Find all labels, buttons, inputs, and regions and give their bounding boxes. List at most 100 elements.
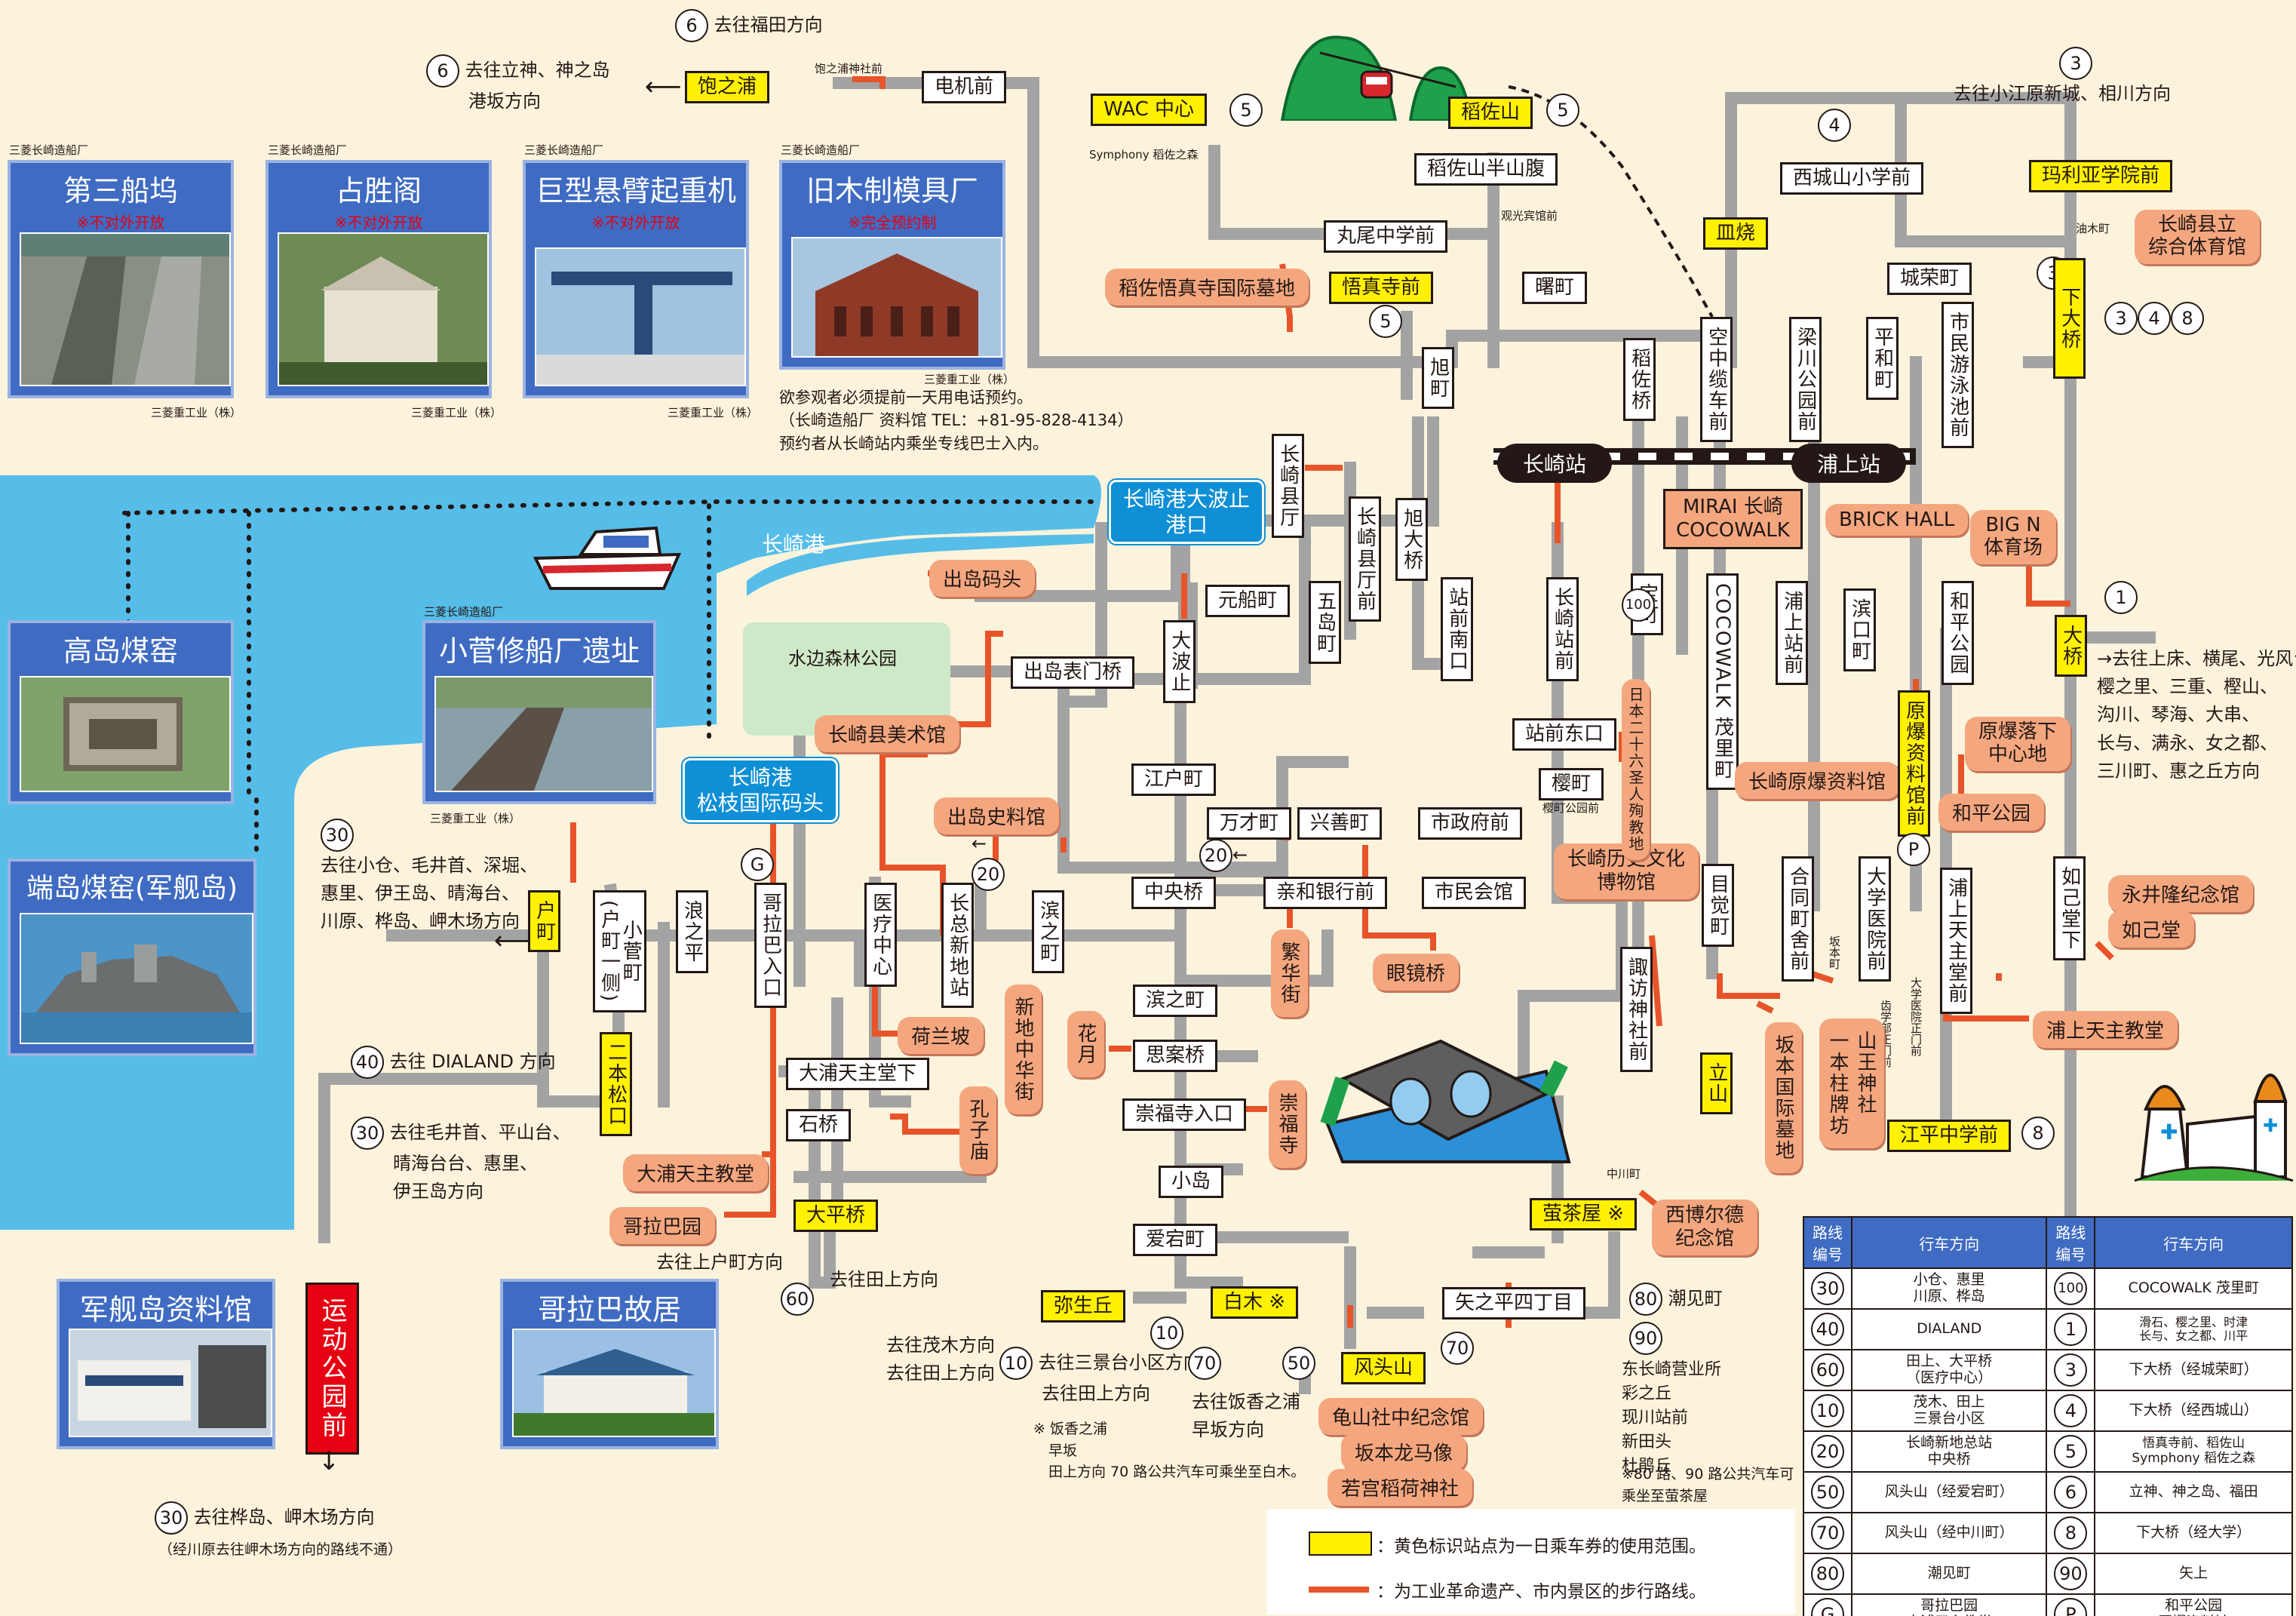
card-senshokaku[interactable]: 占胜阁 ※不对外开放 xyxy=(266,160,492,398)
spot-siebold[interactable]: 西博尔德 纪念馆 xyxy=(1652,1200,1758,1256)
spot-sofukuji[interactable]: 崇福寺 xyxy=(1269,1080,1306,1168)
stop-shiraki[interactable]: 白木 ※ xyxy=(1211,1286,1299,1319)
stop-cocowalk[interactable]: COCOWALK 茂里町 xyxy=(1706,573,1739,791)
stop-a-bomb-museum[interactable]: 原爆资料馆前 xyxy=(1898,690,1930,837)
stop-inasa-bridge[interactable]: 稻佐桥 xyxy=(1623,338,1656,421)
nagasaki-station[interactable]: 长崎站 xyxy=(1497,444,1613,483)
stop-shiyakusho[interactable]: 市政府前 xyxy=(1418,807,1523,840)
spot-brick-hall[interactable]: BRICK HALL xyxy=(1825,504,1969,536)
spot-history-museum[interactable]: 长崎历史文化 博物馆 xyxy=(1554,843,1699,900)
card-hashima[interactable]: 端岛煤窑(军舰岛) xyxy=(8,859,256,1056)
ohato-terminal[interactable]: 长崎港大波止 港口 xyxy=(1109,480,1265,545)
spot-sanno-shrine[interactable]: 山王神社 一本柱牌坊 xyxy=(1819,1018,1884,1148)
spot-hankagai[interactable]: 繁华街 xyxy=(1271,929,1308,1017)
spot-big-n[interactable]: BIG N 体育场 xyxy=(1970,510,2057,564)
stop-sakura[interactable]: 樱町 xyxy=(1539,768,1604,800)
stop-kankoumae[interactable]: 观光宾馆前 xyxy=(1501,209,1558,223)
stop-yanokami[interactable]: 矢之平四丁目 xyxy=(1442,1287,1586,1320)
stop-koenji[interactable]: 江平中学前 xyxy=(1887,1120,2012,1152)
card-gunkanjima-museum[interactable]: 军舰岛资料馆 xyxy=(57,1279,275,1449)
spot-ryoma[interactable]: 坂本龙马像 xyxy=(1341,1433,1467,1470)
spot-oranda-zaka[interactable]: 荷兰坡 xyxy=(898,1017,984,1054)
stop-mezame[interactable]: 目觉町 xyxy=(1702,864,1734,947)
stop-sakura-park[interactable]: 樱町公园前 xyxy=(1542,801,1600,815)
stop-akebono[interactable]: 曙町 xyxy=(1522,272,1588,304)
stop-inasa-hanzan[interactable]: 稻佐山半山腹 xyxy=(1414,153,1558,186)
stop-hamanomachi-2[interactable]: 滨之町 xyxy=(1032,890,1064,973)
stop-kencho[interactable]: 长崎县厅 xyxy=(1272,434,1304,538)
stop-jouei[interactable]: 城荣町 xyxy=(1887,263,1972,295)
stop-akunoura-shrine[interactable]: 饱之浦神社前 xyxy=(815,62,883,75)
spot-wakamiya[interactable]: 若宫稻荷神社 xyxy=(1328,1469,1473,1506)
stop-hamaguchi[interactable]: 滨口町 xyxy=(1843,588,1876,671)
stop-sakamotomachi[interactable]: 坂本町 xyxy=(1828,935,1841,969)
stop-yayoi[interactable]: 弥生丘 xyxy=(1041,1290,1126,1323)
spot-peace-park[interactable]: 和平公园 xyxy=(1938,794,2045,831)
spot-dejima-museum[interactable]: 出岛史料馆 xyxy=(934,797,1060,834)
stop-kazagashira[interactable]: 风头山 xyxy=(1341,1352,1426,1384)
stop-nyokodo[interactable]: 如己堂下 xyxy=(2053,856,2086,960)
stop-shimo-ohashi[interactable]: 下大桥 xyxy=(2053,258,2086,379)
stop-maruo[interactable]: 丸尾中学前 xyxy=(1324,220,1448,253)
stop-symphony[interactable]: Symphony 稻佐之森 xyxy=(1089,148,1199,161)
stop-ekimae-higashi[interactable]: 站前东口 xyxy=(1512,718,1617,751)
stop-motofuna[interactable]: 元船町 xyxy=(1205,585,1291,617)
stop-inasayama[interactable]: 稻佐山 xyxy=(1448,97,1533,129)
card-crane[interactable]: 巨型悬臂起重机 ※不对外开放 xyxy=(523,160,749,398)
card-third-dock[interactable]: 第三船坞 ※不对外开放 xyxy=(8,160,234,398)
stop-iryo[interactable]: 医疗中心 xyxy=(864,883,897,987)
spot-sakamoto-grave[interactable]: 坂本国际墓地 xyxy=(1765,1022,1802,1173)
stop-kouzen[interactable]: 兴善町 xyxy=(1297,807,1383,840)
stop-ropeway[interactable]: 空中缆车前 xyxy=(1700,317,1733,442)
spot-chinatown[interactable]: 新地中华街 xyxy=(1005,985,1042,1114)
stop-urakami-church[interactable]: 浦上天主堂前 xyxy=(1940,868,1972,1014)
stop-sofukuji-entr[interactable]: 崇福寺入口 xyxy=(1122,1098,1247,1131)
stop-ishibashi[interactable]: 石桥 xyxy=(786,1109,852,1141)
stop-hospital-gate[interactable]: 大学医院正门前 xyxy=(1909,977,1923,1056)
stop-hotarujaya[interactable]: 萤茶屋 ※ xyxy=(1530,1198,1638,1230)
stop-shinwa[interactable]: 亲和银行前 xyxy=(1263,877,1388,909)
stop-chuobashi[interactable]: 中央桥 xyxy=(1131,877,1217,909)
stop-oura-church[interactable]: 大浦天主堂下 xyxy=(786,1058,930,1090)
stop-nishishiro[interactable]: 西城山小学前 xyxy=(1780,162,1924,195)
stop-urakami-ekimae[interactable]: 浦上站前 xyxy=(1776,581,1808,685)
stop-nakagawa[interactable]: 中川町 xyxy=(1607,1167,1641,1181)
stop-ohato[interactable]: 大波止 xyxy=(1163,620,1196,703)
spot-urakami-church[interactable]: 浦上天主教堂 xyxy=(2033,1011,2178,1048)
spot-kameyama[interactable]: 龟山社中纪念馆 xyxy=(1318,1398,1484,1435)
stop-atago[interactable]: 爱宕町 xyxy=(1133,1224,1218,1256)
spot-nagai-memorial[interactable]: 永井隆纪念馆 xyxy=(2108,875,2254,912)
card-glover-house[interactable]: 哥拉巴故居 xyxy=(500,1279,719,1449)
stop-hamanomachi[interactable]: 滨之町 xyxy=(1133,985,1218,1017)
stop-gosinji[interactable]: 悟真寺前 xyxy=(1329,272,1434,304)
stop-mansai[interactable]: 万才町 xyxy=(1207,807,1292,840)
stop-shinchi-terminal[interactable]: 长总新地站 xyxy=(941,883,974,1008)
stop-nagasaki-ekimae[interactable]: 长崎站前 xyxy=(1546,577,1579,681)
stop-heiwa-cho[interactable]: 平和町 xyxy=(1866,317,1898,400)
stop-aburagi[interactable]: 油木町 xyxy=(2076,222,2110,235)
urakami-station[interactable]: 浦上站 xyxy=(1791,444,1907,483)
stop-daigaku[interactable]: 大学医院前 xyxy=(1859,856,1891,982)
spot-dejima-wharf[interactable]: 出岛码头 xyxy=(929,560,1036,597)
spot-martyrs[interactable]: 日本二十六圣人殉教地 xyxy=(1622,679,1650,860)
stop-shianbashi[interactable]: 思案桥 xyxy=(1133,1040,1218,1072)
stop-hashikawa[interactable]: 梁川公园前 xyxy=(1789,317,1822,442)
stop-heiwa-koen[interactable]: 和平公园 xyxy=(1941,581,1974,685)
stop-goshima[interactable]: 五岛町 xyxy=(1309,581,1341,664)
stop-maria[interactable]: 玛利亚学院前 xyxy=(2029,160,2173,192)
spot-koshibyo[interactable]: 孔子庙 xyxy=(959,1086,996,1174)
stop-dejima-omote[interactable]: 出岛表门桥 xyxy=(1011,656,1135,689)
stop-wac-center[interactable]: WAC 中心 xyxy=(1091,94,1208,126)
stop-asahi-bridge[interactable]: 旭大桥 xyxy=(1395,498,1428,581)
spot-kagetsu[interactable]: 花月 xyxy=(1067,1011,1104,1077)
spot-nyokodo[interactable]: 如己堂 xyxy=(2108,911,2195,948)
spot-inasa-grave[interactable]: 稻佐悟真寺国际墓地 xyxy=(1105,269,1309,306)
stop-glover-entrance[interactable]: 哥拉巴入口 xyxy=(754,883,787,1008)
matsugae-terminal[interactable]: 长崎港 松枝国际码头 xyxy=(683,758,839,823)
stop-ohira[interactable]: 大平桥 xyxy=(793,1200,879,1232)
hub-mirai-cocowalk[interactable]: MIRAI 长崎 COCOWALK xyxy=(1663,489,1803,550)
stop-sarayaki[interactable]: 皿烧 xyxy=(1703,217,1769,250)
stop-shimin-kaikan[interactable]: 市民会馆 xyxy=(1422,877,1527,909)
spot-megane[interactable]: 眼镜桥 xyxy=(1373,954,1460,991)
spot-glover-garden[interactable]: 哥拉巴园 xyxy=(609,1207,716,1244)
